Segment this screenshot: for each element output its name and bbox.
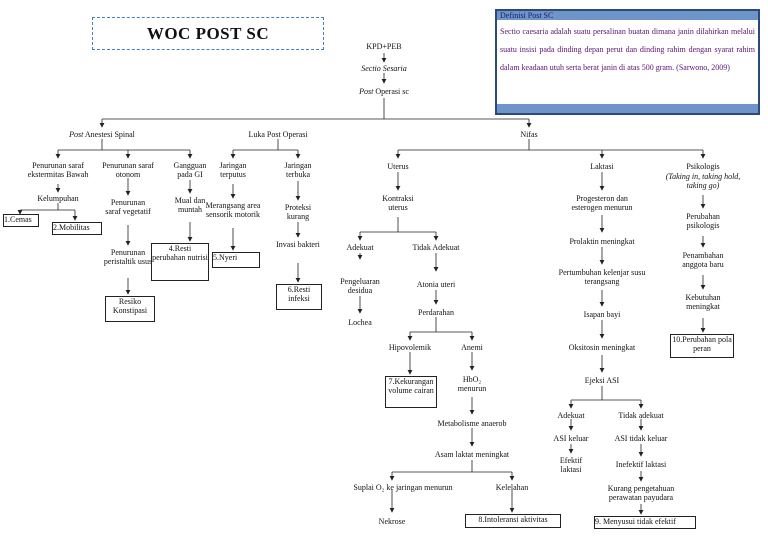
oksitosin-node: Oksitosin meningkat	[568, 343, 636, 352]
laktasi-tidak-adekuat-node: Tidak adekuat	[618, 411, 664, 420]
diagnosis-nyeri: 5.Nyeri	[212, 252, 260, 268]
hbo2-node: HbO₂ menurun	[457, 375, 487, 393]
sectio-node: Sectio Sesaria	[361, 64, 407, 73]
post-operasi-node: Post Operasi sc	[359, 87, 409, 96]
kurang-pengetahuan-node: Kurang pengetahuan perawatan payudara	[607, 484, 675, 502]
saraf-bawah-node: Penurunan saraf ekstermitas Bawah	[27, 161, 89, 179]
proteksi-node: Proteksi kurang	[284, 203, 312, 221]
uterus-adekuat-node: Adekuat	[346, 243, 374, 252]
jaringan-terbuka-node: Jaringan terbuka	[284, 161, 312, 179]
kelelahan-node: Kelelahan	[495, 483, 529, 492]
efektif-laktasi-node: Efektif laktasi	[559, 456, 583, 474]
anemi-node: Anemi	[461, 343, 483, 352]
nifas-node: Nifas	[520, 130, 538, 139]
nekrose-node: Nekrose	[378, 517, 406, 526]
penambahan-anggota-node: Penambahan anggota baru	[682, 251, 724, 269]
page-title: WOC POST SC	[92, 17, 324, 50]
saraf-vegetatif-node: Penurunan saraf vegetatif	[105, 198, 151, 216]
diagnosis-nutrisi: 4.Resti perubahan nutrisi	[151, 243, 209, 281]
psikologis-node: Psikologis	[686, 162, 720, 171]
progesteron-node: Progesteron dan esterogen menurun	[571, 194, 633, 212]
uterus-node: Uterus	[387, 162, 409, 171]
perdarahan-node: Perdarahan	[418, 308, 454, 317]
diagnosis-mobilitas: 2.Mobilitas	[52, 222, 102, 235]
diagnosis-konstipasi: Resiko Konstipasi	[105, 296, 155, 322]
hipovolemik-node: Hipovolemik	[388, 343, 432, 352]
invasi-node: Invasi bakteri	[276, 240, 320, 249]
gangguan-gi-node: Gangguan pada GI	[173, 161, 207, 179]
laktat-node: Asam laktat meningkat	[434, 450, 510, 459]
lochea-node: Lochea	[348, 318, 372, 327]
metabolisme-node: Metabolisme anaerob	[437, 419, 507, 428]
definition-body: Sectio caesaria adalah suatu persalinan …	[500, 27, 755, 72]
ejeksi-node: Ejeksi ASI	[584, 376, 620, 385]
diagnosis-infeksi: 6.Resti infeksi	[276, 284, 322, 310]
saraf-otonom-node: Penurunan saraf otonom	[102, 161, 154, 179]
diagnosis-volume-cairan: 7.Kekurangan volume cairan	[385, 376, 437, 408]
anestesi-node: Post Anestesi Spinal	[69, 130, 135, 139]
uterus-tidak-adekuat-node: Tidak Adekuat	[412, 243, 460, 252]
definition-heading: Definisi Post SC	[497, 11, 758, 20]
atonia-node: Atonia uteri	[416, 280, 456, 289]
kelumpuhan-node: Kelumpuhan	[37, 194, 79, 203]
pertumbuhan-node: Pertumbuhan kelenjar susu terangsang	[558, 268, 646, 286]
laktasi-node: Laktasi	[590, 162, 614, 171]
taking-node: (Taking in, taking hold, taking go)	[665, 172, 741, 190]
perubahan-psikologis-node: Perubahan psikologis	[686, 212, 720, 230]
kpd-node: KPD+PEB	[366, 42, 402, 51]
diagnosis-pola-peran: 10.Perubahan pola peran	[670, 334, 734, 358]
merangsang-node: Merangsang area sensorik motorik	[205, 201, 261, 219]
definition-bottom-bar	[497, 104, 758, 113]
asi-keluar-node: ASI keluar	[553, 434, 589, 443]
asi-tidak-keluar-node: ASI tidak keluar	[614, 434, 668, 443]
prolaktin-node: Prolaktin meningkat	[569, 237, 635, 246]
mual-muntah-node: Mual dan muntah	[174, 196, 206, 214]
inefektif-laktasi-node: Inefektif laktasi	[615, 460, 667, 469]
kontraksi-node: Kontraksi uterus	[382, 194, 414, 212]
laktasi-adekuat-node: Adekuat	[557, 411, 585, 420]
suplai-node: Suplai O₂ ke jaringan menurun	[353, 483, 453, 492]
kebutuhan-node: Kebutuhan meningkat	[685, 293, 721, 311]
diagnosis-cemas: 1.Cemas	[3, 214, 39, 227]
peristaltik-node: Penurunan peristaltik usus	[103, 248, 153, 266]
luka-node: Luka Post Operasi	[248, 130, 308, 139]
pengeluaran-desidua-node: Pengeluaran desidua	[340, 277, 380, 295]
diagnosis-menyusui: 9. Menyusui tidak efektif	[594, 516, 696, 529]
definition-box: Definisi Post SC Sectio caesaria adalah …	[495, 9, 760, 115]
diagnosis-intoleransi: 8.Intoleransi aktivitas	[465, 514, 561, 528]
jaringan-terputus-node: Jaringan terputus	[219, 161, 247, 179]
isapan-node: Isapan bayi	[583, 310, 621, 319]
